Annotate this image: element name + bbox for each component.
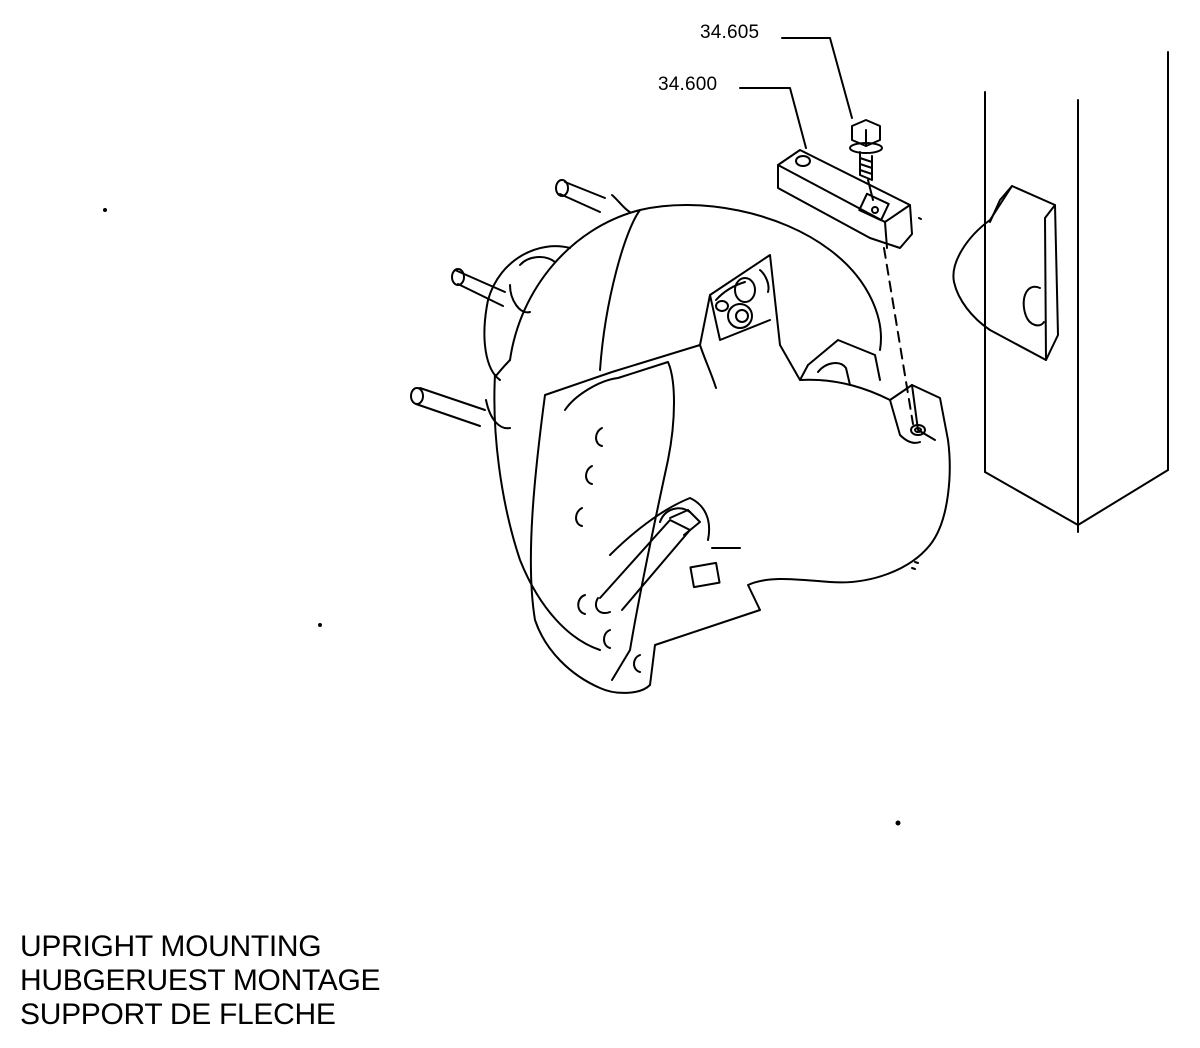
leader-34600 — [740, 88, 806, 148]
caption-english: UPRIGHT MOUNTING — [20, 930, 322, 963]
speck — [897, 822, 900, 825]
callout-label-34605: 34.605 — [700, 22, 760, 43]
callout-label-34600: 34.600 — [658, 74, 718, 95]
speck — [319, 624, 321, 626]
axle-hub-assembly — [411, 180, 950, 693]
upright-mast — [953, 52, 1168, 532]
leader-34605 — [782, 38, 852, 118]
speck — [104, 209, 106, 211]
caption-german: HUBGERUEST MONTAGE — [20, 964, 381, 997]
leader-lines — [740, 38, 852, 148]
assembly-guide — [884, 248, 913, 424]
diagram-caption: UPRIGHT MOUNTING HUBGERUEST MONTAGE SUPP… — [20, 930, 381, 1032]
caption-french: SUPPORT DE FLECHE — [20, 998, 336, 1031]
bracket-34600 — [778, 150, 912, 248]
bolt-34605 — [850, 120, 921, 219]
